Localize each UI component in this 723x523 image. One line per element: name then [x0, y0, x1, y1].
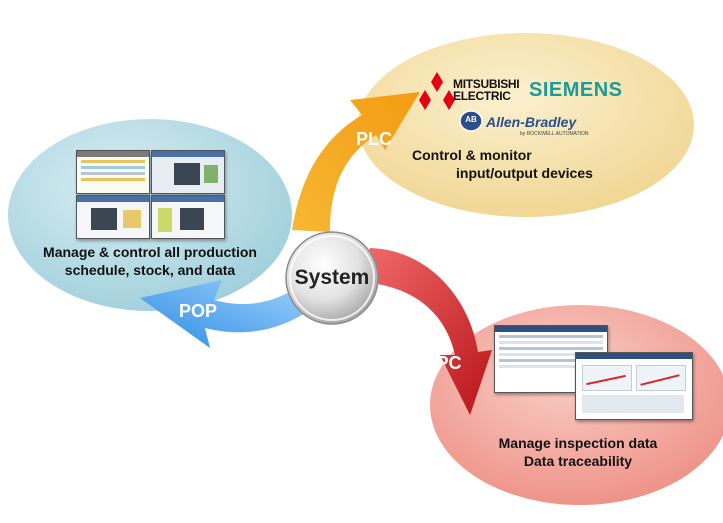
screenshot-row	[81, 166, 145, 169]
screenshot-block	[123, 210, 141, 228]
mitsubishi-line1: MITSUBISHI	[453, 77, 520, 91]
plc-arrow-label: PLC	[356, 129, 392, 149]
allen-bradley-badge-icon	[459, 110, 483, 132]
pop-node-bubble	[8, 119, 292, 311]
pop-screenshot-4	[151, 195, 225, 239]
pop-screenshot-2	[151, 150, 225, 194]
pop-screenshot-1	[76, 150, 150, 194]
center-label: System	[294, 266, 370, 289]
pop-arrow-label: POP	[178, 301, 217, 321]
allen-bradley-badge-text: AB	[465, 115, 477, 124]
screenshot-row	[499, 359, 603, 362]
screenshot-block	[180, 208, 204, 230]
center-circle	[285, 231, 379, 325]
mitsubishi-line2: ELECTRIC	[453, 89, 511, 103]
screenshot-block	[158, 208, 172, 232]
screenshot-row	[499, 353, 603, 356]
screenshot-row	[499, 365, 603, 368]
screenshot-row	[81, 172, 145, 175]
pc-description-line2: Data traceability	[523, 453, 633, 469]
rockwell-subtext: by ROCKWELL AUTOMATION	[520, 131, 589, 137]
mitsubishi-logo-icon	[419, 72, 455, 110]
pc-arrow	[360, 248, 492, 415]
pop-arrow	[140, 280, 310, 348]
screenshot-titlebar	[576, 353, 692, 359]
screenshot-row	[499, 341, 603, 344]
pc-screenshot-2	[575, 352, 693, 420]
screenshot-titlebar	[152, 151, 224, 157]
screenshot-block	[204, 165, 218, 183]
screenshot-titlebar	[495, 326, 607, 332]
mitsubishi-wordmark: MITSUBISHI ELECTRIC	[453, 77, 520, 103]
screenshot-titlebar	[152, 196, 224, 202]
pc-description-line1: Manage inspection data	[498, 435, 658, 451]
screenshot-row	[499, 335, 603, 338]
plc-description-line2: input/output devices	[456, 165, 593, 181]
screenshot-row	[499, 347, 603, 350]
screenshot-block	[91, 208, 117, 230]
screenshot-block	[174, 163, 200, 185]
screenshot-titlebar	[77, 196, 149, 202]
pop-screenshot-3	[76, 195, 150, 239]
screenshot-titlebar	[77, 151, 149, 157]
center-circle-highlight	[289, 235, 375, 321]
pc-arrow-label: PC	[436, 353, 462, 373]
screenshot-table	[582, 395, 684, 413]
pop-description-line2: schedule, stock, and data	[64, 262, 236, 278]
siemens-wordmark: SIEMENS	[529, 79, 623, 101]
plc-arrow	[292, 92, 420, 232]
plc-description-line1: Control & monitor	[412, 147, 532, 163]
pop-description-line1: Manage & control all production	[43, 244, 257, 260]
plc-node-bubble	[358, 33, 694, 217]
screenshot-row	[81, 178, 145, 181]
allen-bradley-wordmark: Allen-Bradley	[486, 114, 577, 130]
screenshot-row	[81, 160, 145, 163]
